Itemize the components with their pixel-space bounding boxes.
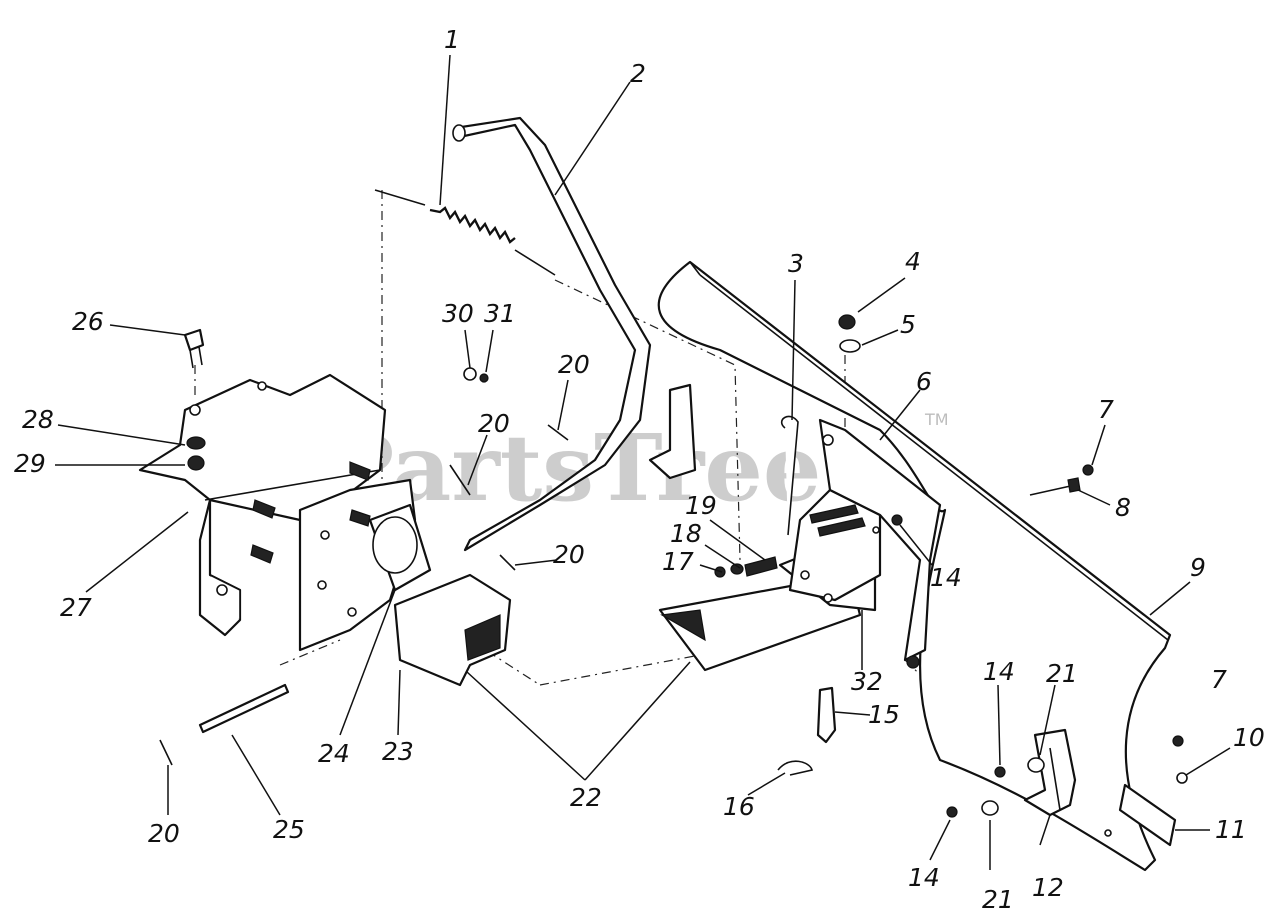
callout-20-c: 20	[553, 540, 585, 569]
callout-16: 16	[723, 792, 755, 821]
callout-labels: 1 2 3 4 5 6 7 8 9 7 10 11 12 14 14 14 15…	[14, 25, 1265, 914]
callout-30: 30	[442, 299, 474, 328]
callout-18: 18	[670, 519, 702, 548]
blade-bracket	[818, 418, 942, 662]
callout-7-upper: 7	[1098, 395, 1114, 424]
callout-29: 29	[14, 449, 46, 478]
callout-31: 31	[484, 299, 516, 328]
callout-2: 2	[630, 59, 646, 88]
watermark-trademark: TM	[924, 410, 949, 429]
callout-20-b: 20	[478, 409, 510, 438]
callout-6: 6	[916, 367, 932, 396]
callout-28: 28	[22, 405, 54, 434]
callout-1: 1	[444, 25, 460, 54]
callout-9: 9	[1190, 553, 1206, 582]
callout-24: 24	[318, 739, 350, 768]
callout-8: 8	[1115, 493, 1131, 522]
callout-4: 4	[905, 247, 921, 276]
callout-32: 32	[851, 667, 883, 696]
callout-20-a: 20	[558, 350, 590, 379]
callout-21-lower: 21	[982, 885, 1014, 914]
callout-21-upper: 21	[1046, 659, 1078, 688]
callout-19: 19	[685, 491, 717, 520]
callout-12: 12	[1032, 873, 1064, 902]
callout-15: 15	[868, 700, 900, 729]
scraper-blade	[657, 260, 1177, 872]
callout-14-middle: 14	[983, 657, 1015, 686]
lift-handle	[452, 116, 652, 552]
callout-27: 27	[60, 593, 92, 622]
hitch-assembly	[298, 478, 882, 687]
callout-14-lower: 14	[908, 863, 940, 892]
callout-14-upper: 14	[930, 563, 962, 592]
callout-22: 22	[570, 783, 602, 812]
callout-20-d: 20	[148, 819, 180, 848]
callout-25: 25	[273, 815, 305, 844]
callout-17: 17	[662, 547, 694, 576]
leader-lines	[55, 54, 1231, 870]
lift-spring	[374, 189, 556, 276]
callout-10: 10	[1233, 723, 1265, 752]
callout-3: 3	[788, 249, 804, 278]
callout-26: 26	[72, 307, 104, 336]
callout-7-lower: 7	[1211, 665, 1227, 694]
callout-5: 5	[900, 310, 916, 339]
skid-shoes	[648, 383, 1077, 817]
callout-11: 11	[1215, 815, 1247, 844]
callout-23: 23	[382, 737, 414, 766]
